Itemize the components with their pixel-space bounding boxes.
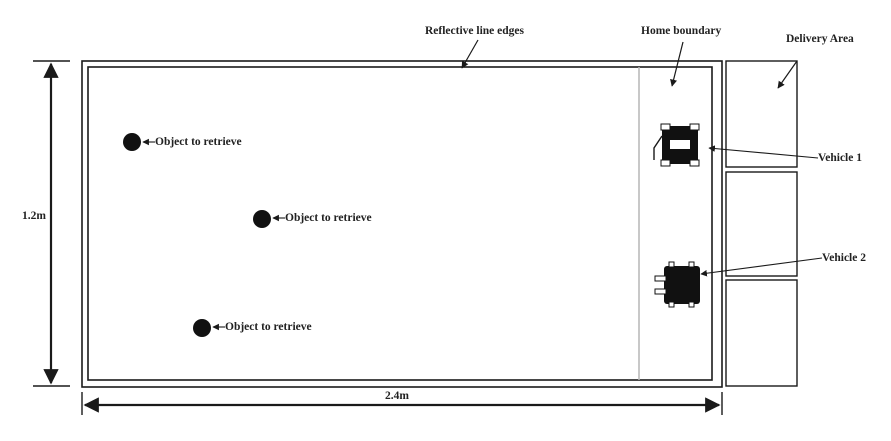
vehicle-1-icon: [653, 123, 700, 167]
reflective-edges-arrow: [461, 39, 479, 69]
object-3-label: Object to retrieve: [225, 321, 312, 333]
width-dimension-label: 2.4m: [385, 390, 409, 402]
object-2-label: Object to retrieve: [285, 212, 372, 224]
home-boundary-arrow: [670, 41, 684, 87]
arena-inner-border: [87, 66, 713, 381]
delivery-area-arrow: [777, 60, 798, 89]
delivery-area-label: Delivery Area: [786, 33, 854, 45]
arena-outer-border: [81, 60, 723, 388]
vehicle-1-arrow: [708, 145, 819, 159]
object-1-label: Object to retrieve: [155, 136, 242, 148]
object-dot-1: [123, 133, 141, 151]
delivery-box-bottom: [725, 279, 798, 387]
home-boundary-label: Home boundary: [641, 25, 721, 37]
height-dimension-label: 1.2m: [22, 210, 46, 222]
object-dot-3: [193, 319, 211, 337]
delivery-box-top: [725, 60, 798, 168]
reflective-edges-label: Reflective line edges: [425, 25, 525, 37]
vehicle-1-label: Vehicle 1: [818, 152, 862, 164]
object-dot-2: [253, 210, 271, 228]
delivery-box-middle: [725, 171, 798, 277]
vehicle-2-arrow: [700, 257, 823, 277]
vehicle-2-icon: [654, 261, 700, 308]
vehicle-2-label: Vehicle 2: [822, 252, 866, 264]
